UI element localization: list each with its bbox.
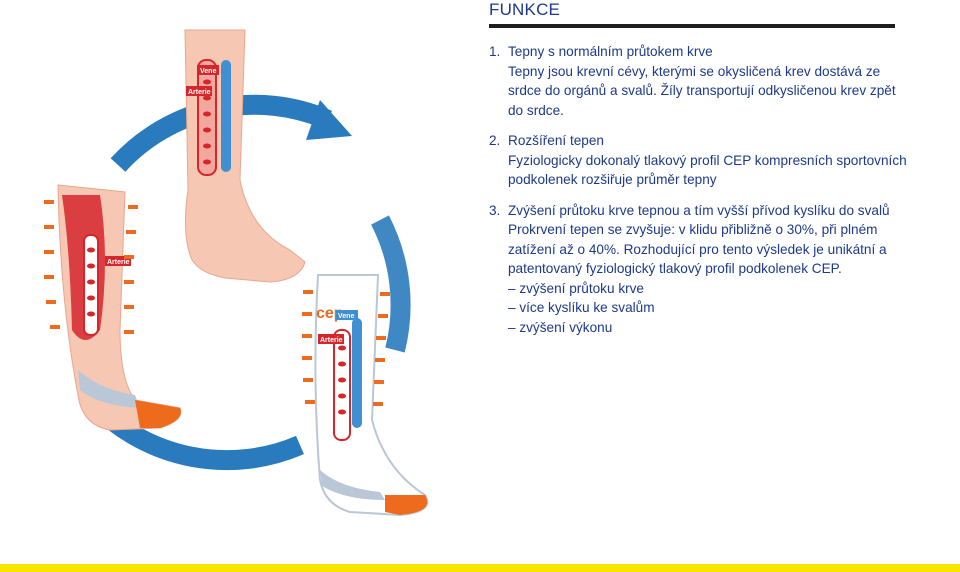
artery-label-2: Arterie <box>107 259 130 266</box>
section-artery-widening: 2. Rozšíření tepen Fyziologicky dokonalý … <box>489 131 909 190</box>
heading-divider <box>489 24 895 28</box>
section-increased-flow: 3. Zvýšení průtoku krve tepnou a tím vyšš… <box>489 201 909 338</box>
section-title-text: Zvýšení průtoku krve tepnou a tím vyšší … <box>508 202 890 218</box>
vein-tag <box>197 65 219 75</box>
vein-label-3: Vene <box>338 313 354 320</box>
leg-normal: Vene Arterie <box>184 29 306 283</box>
benefit-item: – zvýšení průtoku krve <box>508 280 644 296</box>
section-title: 2. Rozšíření tepen <box>489 131 909 151</box>
artery-label-3: Arterie <box>320 337 343 344</box>
circulation-illustration: Vene Arterie Arterie <box>44 29 429 517</box>
benefit-item: – zvýšení výkonu <box>508 319 613 335</box>
section-title-text: Rozšíření tepen <box>508 133 604 148</box>
artery-label: Arterie <box>188 89 211 96</box>
vein-label: Vene <box>200 68 216 75</box>
section-body: Tepny jsou krevní cévy, kterými se okysl… <box>508 63 896 118</box>
section-title: 3. Zvýšení průtoku krve tepnou a tím vyšš… <box>489 201 909 221</box>
leg-cep-sock: cep Vene Arterie <box>302 274 429 517</box>
page-heading: FUNKCE <box>489 0 561 19</box>
section-body: Prokrvení tepen se zvyšuje: v klidu přib… <box>508 222 887 276</box>
section-normal-flow: 1. Tepny s normálním průtokem krve Tepny … <box>489 42 909 120</box>
section-number: 1. <box>489 44 501 59</box>
section-body: Fyziologicky dokonalý tlakový profil CEP… <box>508 152 907 188</box>
bottom-accent-bar <box>0 564 960 572</box>
leg-muscles: Arterie <box>44 184 182 431</box>
function-list: 1. Tepny s normálním průtokem krve Tepny … <box>489 42 909 348</box>
section-title-text: Tepny s normálním průtokem krve <box>508 44 713 59</box>
section-number: 3. <box>489 202 501 218</box>
section-number: 2. <box>489 133 501 148</box>
section-title: 1. Tepny s normálním průtokem krve <box>489 42 909 62</box>
artery-tag <box>186 86 212 96</box>
benefit-item: – více kyslíku ke svalům <box>508 300 655 315</box>
